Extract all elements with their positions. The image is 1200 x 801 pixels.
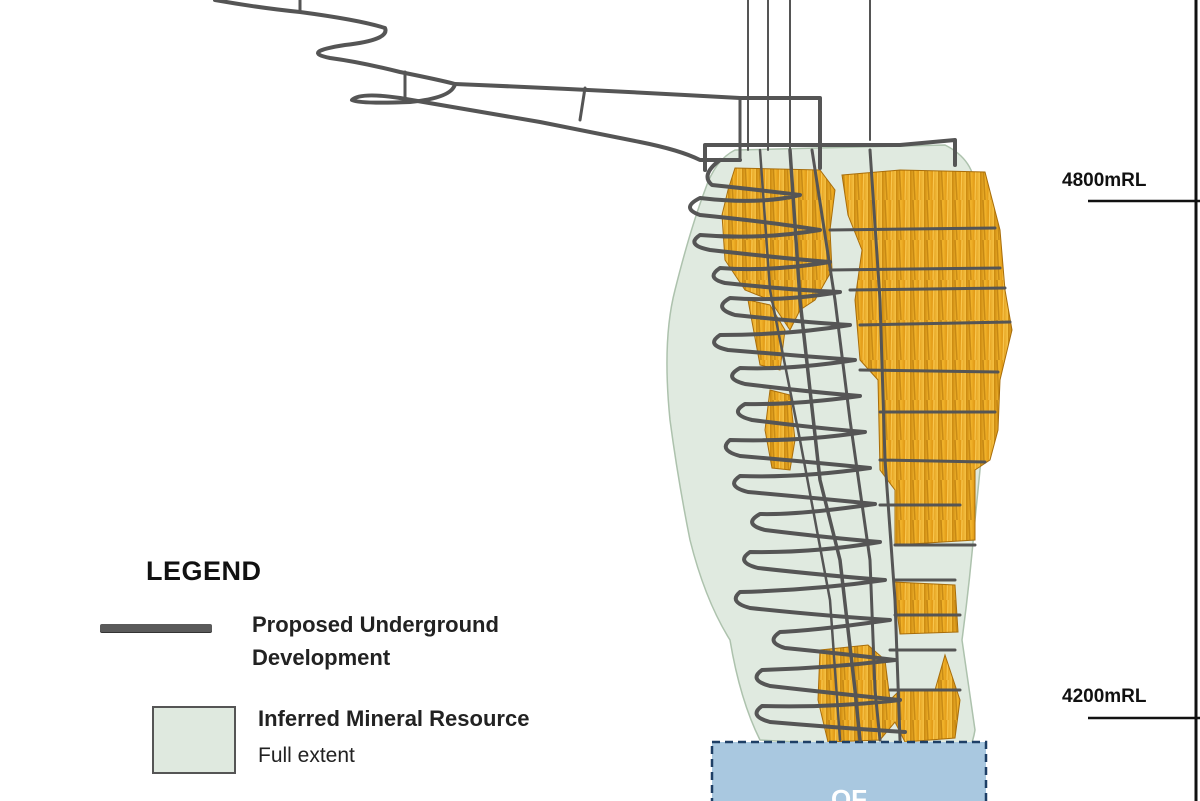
legend-inferred-swatch [152,706,236,774]
legend-inferred-label: Inferred Mineral Resource [258,706,530,731]
elevation-label-4200: 4200mRL [1062,686,1147,707]
bottom-resource-box [710,740,988,801]
elevation-label-4800: 4800mRL [1062,170,1147,191]
legend-development-swatch [100,624,212,632]
legend-inferred-sublabel: Full extent [258,744,355,767]
legend-title: LEGEND [146,556,262,586]
legend: LEGEND Proposed Underground Development … [90,548,650,801]
legend-development-label: Proposed Underground Development [252,612,499,670]
ore-body-lower-right [892,581,959,635]
bottom-box-label: OF [831,784,867,801]
underground-development [213,0,1012,742]
